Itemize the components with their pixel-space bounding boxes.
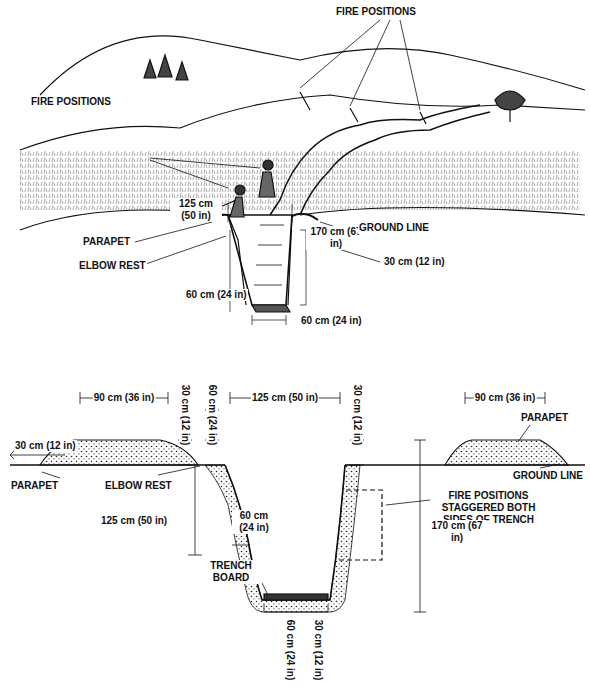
width-dimension: 60 cm (24 in) xyxy=(232,510,276,534)
height-dimension: 30 cm (12 in) xyxy=(383,256,446,268)
parapet-label: PARAPET xyxy=(520,412,569,424)
height-dimension: 60 cm (24 in) xyxy=(206,384,218,447)
cross-section xyxy=(10,392,585,612)
height-dimension: 30 cm (12 in) xyxy=(351,384,363,447)
width-dimension: 60 cm (24 in) xyxy=(300,315,363,327)
fire-positions-label: FIRE POSITIONS xyxy=(30,96,112,108)
height-dimension: 30 cm (12 in) xyxy=(14,440,77,452)
height-dimension: 30 cm (12 in) xyxy=(179,384,191,447)
width-dimension: 60 cm (24 in) xyxy=(284,619,296,682)
ground-line-label: GROUND LINE xyxy=(358,222,430,234)
trench-board-label: TRENCH BOARD xyxy=(200,560,262,584)
fire-positions-label: FIRE POSITIONS xyxy=(335,6,417,18)
width-dimension: 90 cm (36 in) xyxy=(93,392,156,404)
depth-dimension: 170 cm (67 in) xyxy=(306,226,366,250)
width-dimension: 125 cm (50 in) xyxy=(251,392,319,404)
parapet-label: PARAPET xyxy=(10,480,59,492)
height-dimension: 30 cm (12 in) xyxy=(312,619,324,682)
elbow-rest-label: ELBOW REST xyxy=(104,480,173,492)
elbow-rest-label: ELBOW REST xyxy=(78,260,147,272)
ground-line-label: GROUND LINE xyxy=(512,470,584,482)
depth-dimension: 170 cm (67 in) xyxy=(428,520,486,544)
width-dimension: 60 cm (24 in) xyxy=(185,289,248,301)
depth-dimension: 125 cm (50 in) xyxy=(170,198,222,222)
depth-dimension: 125 cm (50 in) xyxy=(100,515,168,527)
perspective-sketch xyxy=(20,20,585,325)
width-dimension: 90 cm (36 in) xyxy=(474,392,537,404)
parapet-label: PARAPET xyxy=(82,236,131,248)
